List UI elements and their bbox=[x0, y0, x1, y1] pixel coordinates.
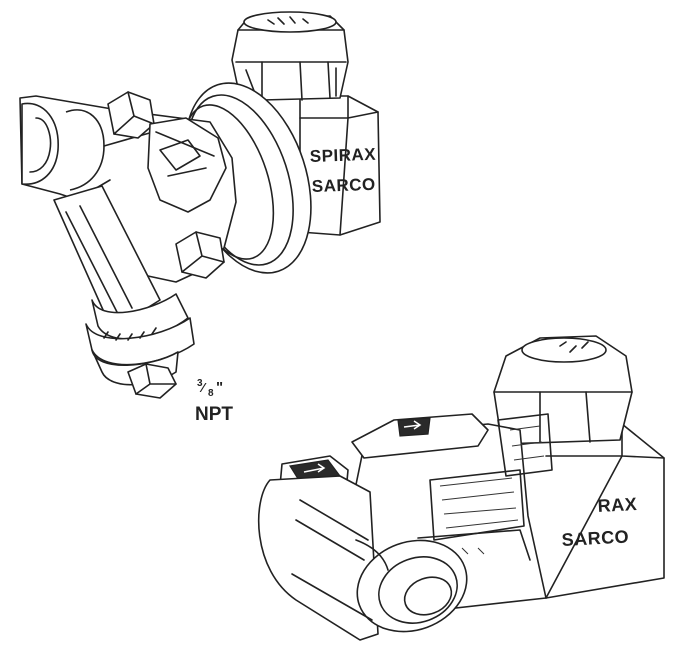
bottom-brand-line-2: SARCO bbox=[561, 526, 629, 550]
connection-size-label: 3 ⁄ 8 " NPT bbox=[195, 378, 233, 425]
size-inch-mark: " bbox=[216, 379, 223, 396]
bottom-pipe-connection bbox=[257, 475, 468, 641]
size-denominator: 8 bbox=[208, 388, 214, 399]
top-brand-line-2: SARCO bbox=[311, 175, 376, 196]
top-bolt-lower bbox=[175, 231, 225, 279]
thread-type: NPT bbox=[195, 404, 233, 425]
top-brand-line-1: SPIRAX bbox=[309, 145, 376, 166]
size-fraction-slash: ⁄ bbox=[199, 380, 207, 395]
bottom-cap-nut bbox=[493, 335, 633, 445]
bottom-brand-line-1: RAX bbox=[597, 494, 638, 516]
direction-arrow-plate-upper bbox=[397, 417, 431, 437]
bottom-body-block bbox=[519, 423, 665, 599]
top-trap-assembly: SPIRAX SARCO bbox=[19, 11, 381, 399]
bottom-trap-assembly: RAX SARCO bbox=[257, 335, 665, 641]
top-cap-nut bbox=[231, 11, 349, 101]
top-bolt-upper bbox=[107, 91, 155, 139]
top-clamp-jaw bbox=[147, 117, 227, 213]
top-drain-plug bbox=[127, 363, 177, 399]
top-strainer-body bbox=[53, 185, 195, 386]
size-numerator: 3 bbox=[197, 378, 203, 389]
